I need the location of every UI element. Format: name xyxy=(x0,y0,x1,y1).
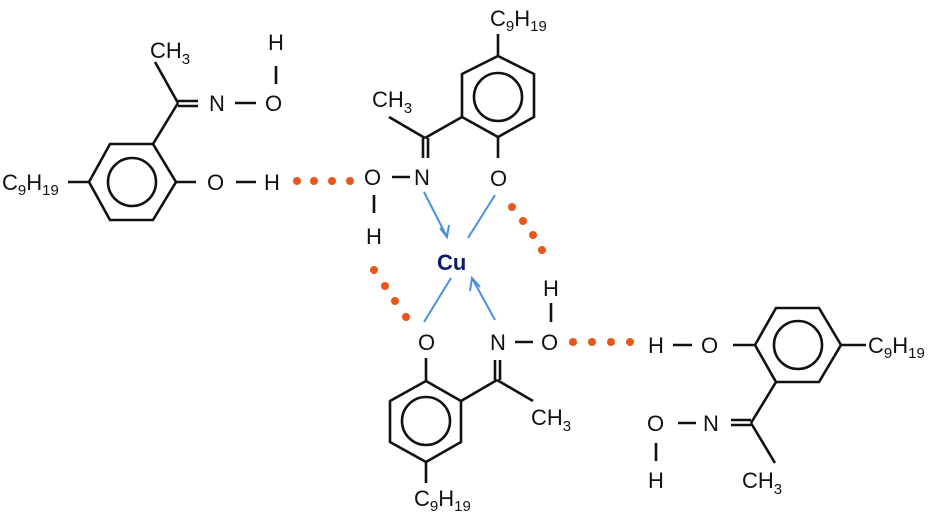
aromatic-circle-top xyxy=(472,71,524,123)
aromatic-circle-left xyxy=(106,156,158,208)
ch3-label: CH3 xyxy=(372,87,412,117)
free-ligand-right: H O C9H19 O N H CH3 xyxy=(647,306,925,498)
hydrogen-label: H xyxy=(366,224,382,249)
nitrogen-label: N xyxy=(414,165,430,190)
coordinated-ligand-bottom: O N O H CH3 C9H19 xyxy=(388,276,571,515)
ch3-label: CH3 xyxy=(531,405,571,435)
ch3-label: CH3 xyxy=(742,468,782,498)
ch3-label: CH3 xyxy=(150,38,190,68)
oxygen-label: O xyxy=(541,330,558,355)
hydrogen-label: H xyxy=(543,276,559,301)
benzene-ring-left xyxy=(87,142,178,222)
oxygen-label: O xyxy=(207,170,224,195)
nonyl-label: C9H19 xyxy=(868,333,925,362)
nonyl-label: C9H19 xyxy=(490,6,547,35)
oxygen-label: O xyxy=(647,411,664,436)
coordination-bond xyxy=(423,191,448,238)
nitrogen-label: N xyxy=(490,330,506,355)
aromatic-circle-bottom xyxy=(400,395,452,447)
coordination-bond xyxy=(423,277,452,323)
copper-label: Cu xyxy=(437,250,466,275)
hydrogen-bond-bottom-left xyxy=(370,266,410,321)
nitrogen-label: N xyxy=(209,91,225,116)
aromatic-circle-right xyxy=(772,319,824,371)
hydrogen-bond-left xyxy=(293,177,354,185)
coordination-bond xyxy=(471,277,496,321)
copper-center: Cu xyxy=(423,191,496,323)
hydrogen-label: H xyxy=(268,30,284,55)
hydrogen-bond-right xyxy=(569,338,634,346)
oxygen-label: O xyxy=(490,166,507,191)
oxygen-label: O xyxy=(265,91,282,116)
hydrogen-label: H xyxy=(648,333,664,358)
benzene-ring-right xyxy=(753,306,843,384)
hydrogen-label: H xyxy=(264,170,280,195)
nonyl-label: C9H19 xyxy=(414,486,471,515)
arrowhead-icon xyxy=(439,224,450,240)
oxygen-label: O xyxy=(701,333,718,358)
nonyl-label: C9H19 xyxy=(2,170,59,199)
oxygen-label: O xyxy=(364,165,381,190)
oxygen-label: O xyxy=(418,330,435,355)
nitrogen-label: N xyxy=(703,411,719,436)
hydrogen-label: H xyxy=(648,468,664,493)
hydrogen-bond-top-right xyxy=(508,203,546,254)
arrowhead-icon xyxy=(469,275,481,292)
free-ligand-left: CH3 H N O O H C9H19 xyxy=(2,30,284,222)
coordinated-ligand-top: C9H19 CH3 O N O H xyxy=(364,6,547,249)
coordination-bond xyxy=(467,194,496,239)
